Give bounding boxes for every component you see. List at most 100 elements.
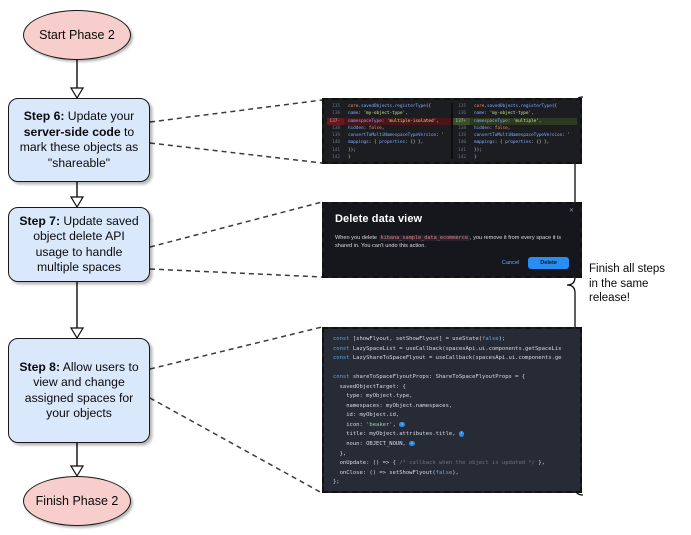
code-line: savedObjectTarget: { [333, 383, 406, 390]
diff-pane-after: 135 core.savedObjects.registerType({ 136… [451, 103, 577, 159]
diff-line-code: name: 'my-object-type', [474, 111, 534, 117]
brace-note-line2: in the same [589, 277, 649, 290]
code-line [333, 364, 580, 374]
diff-line-number: 139 [458, 133, 466, 139]
code-line: onClose: () => setShowFlyout(false), [333, 469, 459, 476]
code-line: namespaces: myObject.namespaces, [333, 402, 453, 409]
brace-note-line3: release! [589, 292, 630, 304]
diff-line-code: } [474, 155, 477, 159]
code-snippet-panel: const [showFlyout, setShowFlyout] = useS… [324, 329, 580, 491]
diff-row: 140 mappings: { properties: {} }, [327, 139, 451, 146]
diff-row: 140 mappings: { properties: {} }, [453, 139, 577, 146]
delete-data-view-modal: ✕ Delete data view When you delete kiban… [324, 204, 580, 276]
modal-body: When you delete kibana_sample_data_ecomm… [335, 234, 569, 251]
code-line: const LazyShareToSpaceFlyout = useCallba… [333, 355, 562, 362]
code-line: noun: OBJECT_NOUN, i [333, 440, 580, 450]
info-badge: i [409, 440, 415, 447]
diff-line-code: namespaceType: 'multiple', [474, 118, 542, 124]
code-line: }; [333, 479, 340, 486]
code-line: const [showFlyout, setShowFlyout] = useS… [333, 336, 506, 342]
node-step6: Step 6: Update your server-side code to … [8, 98, 150, 182]
step8-prefix: Step 8: [19, 359, 61, 374]
diff-line-number: 137+ [453, 117, 470, 125]
diff-row: 141 }); [453, 147, 577, 154]
node-finish: Finish Phase 2 [23, 476, 131, 526]
diff-line-number: 140 [332, 140, 340, 146]
diff-row: 135 core.savedObjects.registerType({ [453, 103, 577, 110]
code-line: }, [333, 450, 347, 457]
diff-row: 139 convertToMultiNamespaceTypeVersion: … [327, 132, 451, 139]
step7-prefix: Step 7: [19, 213, 61, 228]
diff-line-code: name: 'my-object-type', [348, 111, 408, 117]
diff-line-number: 141 [332, 147, 340, 153]
info-badge: i [399, 421, 405, 428]
code-line: const LazySpaceList = useCallback(spaces… [333, 345, 562, 352]
diff-line-number: 135 [458, 104, 466, 109]
diff-line-number: 135 [332, 104, 340, 109]
diff-line-number: 141 [458, 147, 466, 153]
diff-line-code: mappings: { properties: {} }, [474, 140, 550, 146]
node-start-label: Start Phase 2 [39, 28, 115, 42]
node-step8: Step 8: Allow users to view and change a… [8, 338, 150, 443]
delete-button[interactable]: Delete [528, 256, 569, 269]
step6-text: Update your [64, 109, 135, 123]
code-line: title: myObject.attributes.title, i [333, 430, 580, 440]
diff-row: 137- namespaceType: 'multiple-isolated', [327, 117, 451, 125]
close-icon[interactable]: ✕ [568, 208, 574, 214]
diff-row: 138 hidden: false, [327, 125, 451, 132]
diff-row: 142 } [453, 154, 577, 159]
code-line: icon: 'beaker', i [333, 421, 580, 431]
info-badge: i [458, 431, 465, 437]
cancel-button[interactable]: Cancel [501, 259, 520, 266]
diff-line-code: namespaceType: 'multiple-isolated', [348, 118, 439, 124]
code-line: id: myObject.id, [333, 412, 400, 419]
diff-line-number: 142 [332, 155, 340, 159]
brace-note-line1: Finish all steps [589, 263, 666, 275]
modal-body-after: , you remove it from every space it is s… [335, 235, 562, 250]
diff-line-number: 142 [458, 155, 466, 159]
diff-line-number: 136 [458, 111, 466, 117]
code-line: type: myObject.type, [333, 393, 413, 400]
diff-line-code: }); [348, 147, 356, 153]
grouping-brace-note: Finish all steps in the same release! [589, 262, 687, 306]
node-start: Start Phase 2 [23, 10, 131, 60]
diff-line-number: 139 [332, 133, 340, 139]
diff-line-code: hidden: false, [348, 125, 385, 131]
callout-leaders [149, 99, 323, 494]
diff-row: 141 }); [327, 147, 451, 154]
diff-pane-before: 135 core.savedObjects.registerType({ 136… [327, 103, 451, 159]
diff-line-code: convertToMultiNamespaceTypeVersion: ' [474, 133, 570, 139]
diff-line-number: 137- [327, 117, 344, 125]
callout-code-screenshot: const [showFlyout, setShowFlyout] = useS… [322, 327, 582, 493]
diff-line-code: core.savedObjects.registerType({ [348, 104, 431, 109]
modal-actions: Cancel Delete [501, 256, 569, 269]
code-line: const shareToSpaceFlyoutProps: ShareToSp… [333, 374, 526, 381]
diff-row: 136 name: 'my-object-type', [327, 110, 451, 117]
step7-text: Update saved object delete API usage to … [33, 213, 139, 275]
node-step7: Step 7: Update saved object delete API u… [8, 207, 150, 282]
modal-body-before: When you delete [335, 235, 377, 241]
diff-line-code: }); [474, 147, 482, 153]
diff-row: 135 core.savedObjects.registerType({ [327, 103, 451, 110]
diff-line-code: core.savedObjects.registerType({ [474, 104, 557, 109]
callout-diff-screenshot: 135 core.savedObjects.registerType({ 136… [322, 98, 582, 164]
diff-line-code: hidden: false, [474, 125, 511, 131]
step6-prefix: Step 6: [23, 109, 65, 123]
diff-line-number: 138 [332, 125, 340, 131]
diff-row: 137+ namespaceType: 'multiple', [453, 117, 577, 125]
diff-row: 139 convertToMultiNamespaceTypeVersion: … [453, 132, 577, 139]
modal-title: Delete data view [335, 213, 423, 225]
modal-body-code: kibana_sample_data_ecommerce [378, 235, 470, 241]
callout-delete-modal-screenshot: ✕ Delete data view When you delete kiban… [322, 202, 582, 278]
step6-text2: to mark these objects as "shareable" [19, 124, 139, 170]
diff-line-number: 140 [458, 140, 466, 146]
diff-line-code: } [348, 155, 351, 159]
step6-strong: server-side code [23, 124, 121, 139]
node-finish-label: Finish Phase 2 [35, 494, 119, 508]
diff-row: 138 hidden: false, [453, 125, 577, 132]
step8-text: Allow users to view and change assigned … [24, 359, 139, 421]
diff-row: 142 } [327, 154, 451, 159]
diff-line-code: convertToMultiNamespaceTypeVersion: ' [348, 133, 444, 139]
diff-row: 136 name: 'my-object-type', [453, 110, 577, 117]
